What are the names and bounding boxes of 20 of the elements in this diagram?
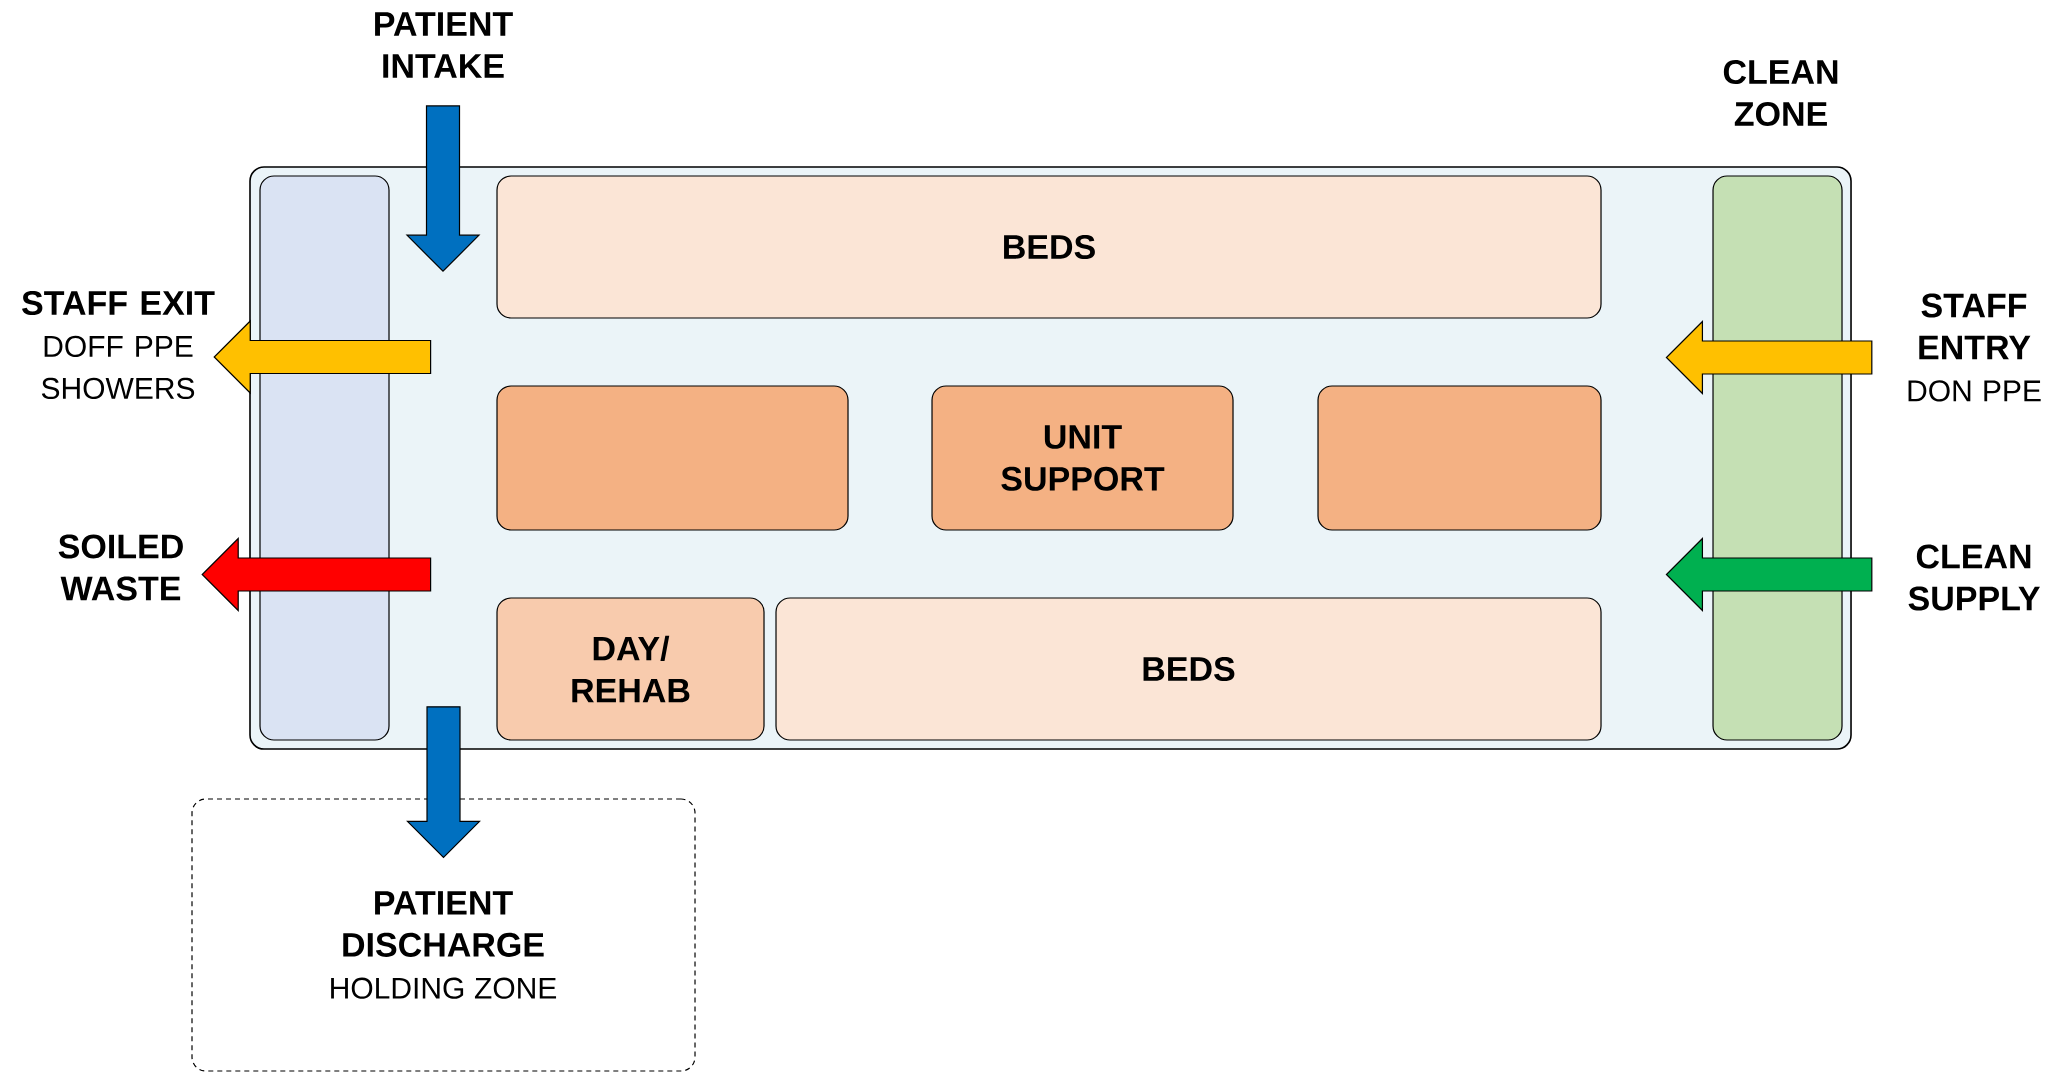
flow-arrow <box>213 319 432 395</box>
flow-label: STAFF EXIT DOFF PPE SHOWERS <box>22 291 215 400</box>
flow-label: PATIENT INTAKE <box>375 12 513 78</box>
flow-label: SOILED WASTE <box>58 534 183 601</box>
holding-zone-box <box>191 798 696 1072</box>
flow-arrow <box>1665 320 1873 395</box>
room-box <box>1317 385 1602 531</box>
flow-arrow <box>406 706 481 859</box>
flow-arrow <box>1665 537 1873 612</box>
room-box: BEDS <box>496 175 1602 319</box>
room-box: BEDS <box>775 597 1602 741</box>
zone-label: PATIENT DISCHARGE HOLDING ZONE <box>331 891 557 999</box>
flow-label: STAFF ENTRY DON PPE <box>1908 293 2041 402</box>
room-box <box>496 385 849 531</box>
flow-arrow <box>405 105 481 273</box>
zone-heading: CLEAN ZONE <box>1723 59 1838 127</box>
room-box: UNIT SUPPORT <box>931 385 1234 531</box>
flow-arrow <box>201 537 432 612</box>
flow-label: CLEAN SUPPLY <box>1908 544 2040 611</box>
room-box: DAY/ REHAB <box>496 597 765 741</box>
